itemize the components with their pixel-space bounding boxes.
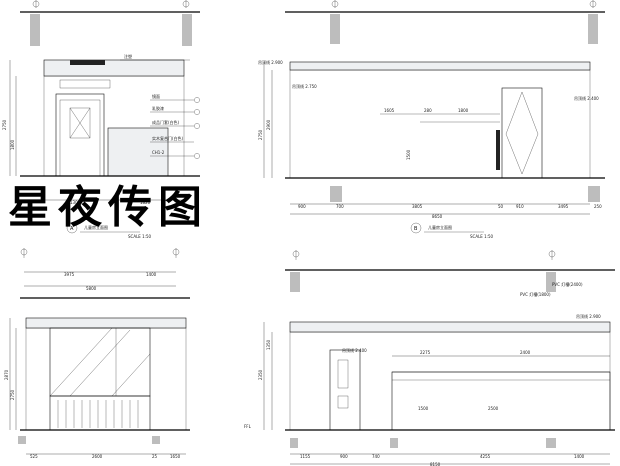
dim-b-side-3: 1500 <box>406 149 411 160</box>
dim-b-total: 8650 <box>432 214 443 219</box>
panel-b-scale: SCALE 1:50 <box>470 234 494 239</box>
tag-b-ceil-0: 吊顶线 2.900 <box>258 59 283 65</box>
panel-a-leader-lines <box>120 59 200 159</box>
dim-a-side-1: 1800 <box>10 139 15 150</box>
dim-d-bottom-1: 900 <box>340 454 348 459</box>
dim-b-bottom-3: 50 <box>498 204 504 209</box>
tag-d-ceil-0: PVC 灯槽(2400) <box>552 281 583 287</box>
label-a-4: 实木复合门(白色) <box>152 135 184 141</box>
dim-b-inner-0: 1605 <box>384 108 395 113</box>
dim-c-bottom-2: 25 <box>152 454 158 459</box>
dim-d-inner-3: 2500 <box>488 406 499 411</box>
label-a-0: 注塑 <box>124 53 132 59</box>
panel-b-id: B <box>414 226 418 232</box>
dim-c-side-1: 2750 <box>10 389 15 400</box>
dim-c-bottom-0: 525 <box>30 454 38 459</box>
label-a-2: 乳胶漆 <box>152 105 164 111</box>
dim-b-inner-2: 1800 <box>458 108 469 113</box>
panel-a-id: A <box>70 226 74 232</box>
tag-d-ceil-1: PVC 灯槽(1800) <box>520 291 551 297</box>
dim-b-bottom-2: 3805 <box>412 204 423 209</box>
dim-d-inner-0: 2275 <box>420 350 431 355</box>
tag-d-ceil-2: 吊顶线 2.900 <box>576 313 601 319</box>
dim-c-total: 5800 <box>86 286 97 291</box>
panel-a-elevation: 注塑 镜面 乳胶漆 成品门套(白色) 实木复合门(白色) CH1-2 2750 … <box>2 0 200 239</box>
dim-c-bottom-3: 1650 <box>170 454 181 459</box>
dim-c-side-0: 2870 <box>4 369 9 380</box>
label-a-5: CH1-2 <box>152 150 165 155</box>
dim-b-bottom-5: 3495 <box>558 204 569 209</box>
panel-c-elevation: 3975 1400 5800 2870 2750 525 2600 25 165… <box>4 248 190 459</box>
tag-b-ceil-2: 吊顶线 2.400 <box>574 95 599 101</box>
label-a-3: 成品门套(白色) <box>152 119 180 125</box>
dim-b-side-1: 2900 <box>266 119 271 130</box>
dim-b-side-0: 2750 <box>258 129 263 140</box>
dim-d-total: 8150 <box>430 462 441 466</box>
dim-c-bottom-1: 2600 <box>92 454 103 459</box>
panel-a-scale: SCALE 1:50 <box>128 234 152 239</box>
watermark: 星夜传图 <box>8 182 208 233</box>
dim-d-inner-2: 1500 <box>418 406 429 411</box>
dim-c-top-1: 1400 <box>146 272 157 277</box>
panel-c-balusters <box>57 400 139 428</box>
dim-d-bottom-0: 1155 <box>300 454 311 459</box>
dim-a-bottom-1: 1820 <box>140 200 151 205</box>
panel-b-title: 儿童房立面图 <box>428 224 452 230</box>
dim-d-side-1: 2350 <box>258 369 263 380</box>
label-a-1: 镜面 <box>152 93 160 99</box>
dim-b-bottom-0: 900 <box>298 204 306 209</box>
dim-d-bottom-4: 1400 <box>574 454 585 459</box>
tag-b-ceil-1: 吊顶线 2.750 <box>292 83 317 89</box>
dim-b-inner-1: 280 <box>424 108 432 113</box>
panel-a-title: 儿童房立面图 <box>84 224 108 230</box>
dim-a-side-0: 2750 <box>2 119 7 130</box>
dim-d-bottom-3: 4255 <box>480 454 491 459</box>
dim-a-bottom-0: 1300 <box>70 200 81 205</box>
dim-b-bottom-4: 910 <box>516 204 524 209</box>
dim-d-inner-1: 2400 <box>520 350 531 355</box>
dim-b-bottom-6: 250 <box>594 204 602 209</box>
dim-b-bottom-1: 700 <box>336 204 344 209</box>
panel-b-elevation: 吊顶线 2.900 吊顶线 2.750 吊顶线 2.400 1605 280 1… <box>258 0 605 239</box>
dim-d-bottom-2: 740 <box>372 454 380 459</box>
tag-d-ceil-3: 吊顶线 2.400 <box>342 347 367 353</box>
dim-c-top-0: 3975 <box>64 272 75 277</box>
dim-d-side-2: 1350 <box>266 339 271 350</box>
floor-tag: FFL <box>244 424 252 429</box>
panel-d-elevation: PVC 灯槽(2400) PVC 灯槽(1800) 吊顶线 2.900 吊顶线 … <box>244 250 615 466</box>
